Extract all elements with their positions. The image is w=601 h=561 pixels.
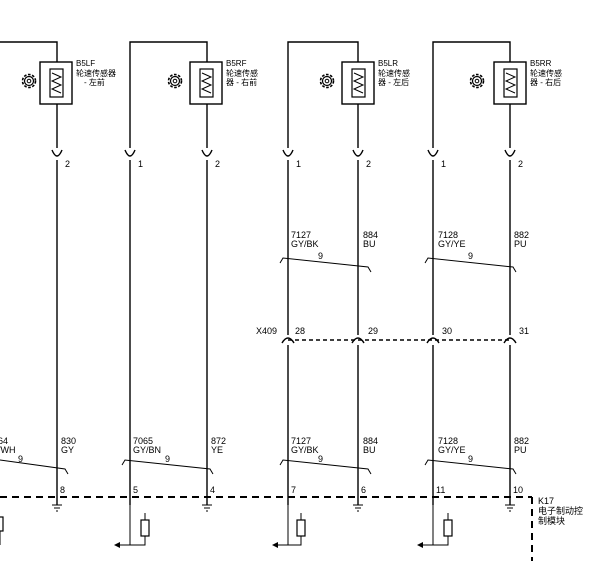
module-pin: 8 bbox=[60, 485, 65, 495]
circuit-number: 7128 bbox=[438, 436, 458, 446]
wire-color: GY/YE bbox=[438, 445, 466, 455]
resistor-icon bbox=[0, 516, 4, 545]
sensor-label-line1: 轮速传感 bbox=[226, 68, 258, 78]
module-label-line1: 电子制动控 bbox=[538, 505, 583, 516]
gear-icon bbox=[21, 73, 37, 89]
sensor-id: B5RF bbox=[226, 59, 247, 68]
circuit-number: 7127 bbox=[291, 436, 311, 446]
connector-pin: 29 bbox=[368, 326, 378, 336]
module-id: K17 bbox=[538, 496, 554, 506]
module-pin: 10 bbox=[513, 485, 523, 495]
connector-pin: 30 bbox=[442, 326, 452, 336]
module-label-line2: 制模块 bbox=[538, 515, 565, 526]
wire-color: GY/BK bbox=[291, 445, 319, 455]
sensor-b5lr: B5LR 轮速传感 器 - 左后 bbox=[287, 41, 410, 148]
gear-icon bbox=[469, 73, 485, 89]
circuit-number: 884 bbox=[363, 230, 378, 240]
sensor-b5lf: B5LF 轮速传感器 - 左前 bbox=[0, 41, 116, 148]
sensor-id: B5LF bbox=[76, 59, 95, 68]
wires bbox=[56, 160, 511, 505]
twist-count: 9 bbox=[318, 251, 323, 261]
sensor-b5rf: B5RF 轮速传感 器 - 右前 bbox=[129, 41, 258, 148]
circuit-number: 7127 bbox=[291, 230, 311, 240]
sensor-id: B5RR bbox=[530, 59, 552, 68]
pin-label: 1 bbox=[138, 159, 143, 169]
sensor-connector-pins: 2 1 2 1 2 1 2 bbox=[51, 149, 523, 169]
connector-x409: X409 28 29 30 31 bbox=[256, 326, 529, 344]
module-k17: 8 5 4 7 6 11 10 K17 电子制动控 制模块 bbox=[0, 485, 583, 561]
wire-color: GY/BN bbox=[133, 445, 161, 455]
resistor-icon bbox=[417, 505, 453, 548]
sensor-label-line1: 轮速传感 bbox=[378, 68, 410, 78]
connector-pin: 31 bbox=[519, 326, 529, 336]
wire-color: /WH bbox=[0, 445, 16, 455]
ground-icon bbox=[505, 504, 515, 512]
wire-color: GY bbox=[61, 445, 74, 455]
pin-label: 2 bbox=[215, 159, 220, 169]
pin-label: 2 bbox=[366, 159, 371, 169]
circuit-number: 882 bbox=[514, 436, 529, 446]
circuit-number: 872 bbox=[211, 436, 226, 446]
module-inputs bbox=[0, 505, 453, 548]
pin-label: 2 bbox=[518, 159, 523, 169]
connector-pin: 28 bbox=[295, 326, 305, 336]
upper-twisted-pair-marks: 9 9 bbox=[279, 251, 517, 273]
sensor-label-line2: 器 - 右后 bbox=[530, 77, 561, 87]
gear-icon bbox=[319, 73, 335, 89]
circuit-number: 64 bbox=[0, 436, 8, 446]
wire-color: BU bbox=[363, 239, 376, 249]
sensor-label-line2: - 左前 bbox=[84, 77, 105, 87]
module-pin: 11 bbox=[436, 485, 445, 495]
ground-icon bbox=[202, 504, 212, 512]
wire-color: BU bbox=[363, 445, 376, 455]
circuit-number: 7128 bbox=[438, 230, 458, 240]
module-pin: 4 bbox=[210, 485, 215, 495]
upper-wire-labels: 7127 GY/BK 884 BU 7128 GY/YE 882 PU bbox=[291, 230, 529, 249]
twist-count: 9 bbox=[468, 454, 473, 464]
wire-color: PU bbox=[514, 239, 527, 249]
sensor-label-line2: 器 - 右前 bbox=[226, 77, 257, 87]
circuit-number: 884 bbox=[363, 436, 378, 446]
sensor-id: B5LR bbox=[378, 59, 398, 68]
circuit-number: 882 bbox=[514, 230, 529, 240]
wire-color: PU bbox=[514, 445, 527, 455]
wire-color: GY/YE bbox=[438, 239, 466, 249]
wire-color: YE bbox=[211, 445, 223, 455]
gear-icon bbox=[167, 73, 183, 89]
module-pin: 7 bbox=[291, 485, 296, 495]
twist-count: 9 bbox=[165, 454, 170, 464]
lower-wire-labels: 64 /WH 830 GY 7065 GY/BN 872 YE 7127 GY/… bbox=[0, 436, 529, 455]
sensor-b5rr: B5RR 轮速传感 器 - 右后 bbox=[432, 41, 562, 148]
resistor-icon bbox=[114, 505, 150, 548]
wire-color: GY/BK bbox=[291, 239, 319, 249]
ground-icon bbox=[353, 504, 363, 512]
twist-count: 9 bbox=[468, 251, 473, 261]
connector-id: X409 bbox=[256, 326, 277, 336]
sensor-label-line1: 轮速传感 bbox=[530, 68, 562, 78]
circuit-number: 830 bbox=[61, 436, 76, 446]
pin-label: 1 bbox=[441, 159, 446, 169]
ground-icon bbox=[52, 504, 62, 512]
lower-twisted-pair-marks: 9 9 9 9 bbox=[0, 454, 517, 475]
sensor-label-line1: 轮速传感器 bbox=[76, 68, 116, 78]
resistor-icon bbox=[272, 505, 306, 548]
module-pin: 5 bbox=[133, 485, 138, 495]
ground-symbols bbox=[52, 504, 515, 512]
sensor-label-line2: 器 - 左后 bbox=[378, 77, 409, 87]
circuit-number: 7065 bbox=[133, 436, 153, 446]
twist-count: 9 bbox=[18, 454, 23, 464]
pin-label: 1 bbox=[296, 159, 301, 169]
twist-count: 9 bbox=[318, 454, 323, 464]
module-pin: 6 bbox=[361, 485, 366, 495]
pin-label: 2 bbox=[65, 159, 70, 169]
